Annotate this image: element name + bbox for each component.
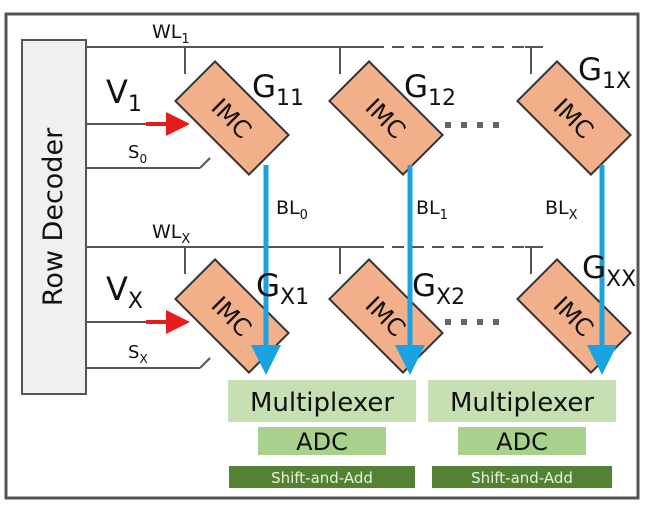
imc-cells: IMC IMC IMC IMC IMC IMC bbox=[174, 60, 632, 374]
imc-cell-1x: IMC bbox=[516, 60, 632, 176]
multiplexer-label-1: Multiplexer bbox=[250, 388, 394, 418]
imc-cell-12: IMC bbox=[328, 60, 444, 176]
wires bbox=[86, 46, 543, 369]
conductance-g12-label: G12 bbox=[404, 69, 456, 111]
select-sx-label: SX bbox=[128, 342, 148, 366]
conductance-g1x-label: G1X bbox=[578, 52, 631, 94]
multiplexer-box-1 bbox=[228, 380, 416, 422]
shift-add-label-1: Shift-and-Add bbox=[271, 469, 373, 487]
shift-add-box-1 bbox=[229, 466, 415, 488]
conductance-gx1-label: GX1 bbox=[256, 268, 309, 310]
column-ellipsis bbox=[445, 122, 499, 325]
multiplexer-label-2: Multiplexer bbox=[450, 388, 594, 418]
bitline-1-label: BL1 bbox=[416, 197, 448, 223]
bitline-x-label: BLX bbox=[545, 197, 578, 223]
bitlines bbox=[251, 165, 617, 375]
adc-box-2 bbox=[458, 427, 586, 455]
shift-add-box-2 bbox=[432, 466, 612, 488]
input-arrows bbox=[146, 112, 190, 334]
bitline-0-label: BL0 bbox=[276, 197, 308, 223]
select-s0-label: S0 bbox=[128, 142, 147, 166]
conductance-g11-label: G11 bbox=[252, 69, 304, 111]
conductance-gx2-label: GX2 bbox=[412, 268, 465, 310]
multiplexer-box-2 bbox=[428, 380, 616, 422]
imc-cell-11: IMC bbox=[174, 60, 290, 176]
row-decoder-label: Row Decoder bbox=[38, 127, 69, 306]
adc-label-1: ADC bbox=[296, 428, 348, 456]
adc-box-1 bbox=[258, 427, 386, 455]
wordline-1-label: WL1 bbox=[152, 21, 190, 47]
imc-cell-x2: IMC bbox=[328, 258, 444, 374]
input-vx-label: VX bbox=[106, 270, 143, 314]
row-decoder-box bbox=[21, 39, 87, 395]
adc-label-2: ADC bbox=[496, 428, 548, 456]
wordline-x-label: WLX bbox=[152, 221, 190, 247]
outer-frame bbox=[4, 12, 640, 500]
shift-add-label-2: Shift-and-Add bbox=[471, 469, 573, 487]
input-v1-label: V1 bbox=[106, 73, 142, 117]
conductance-gxx-label: GXX bbox=[582, 250, 636, 292]
